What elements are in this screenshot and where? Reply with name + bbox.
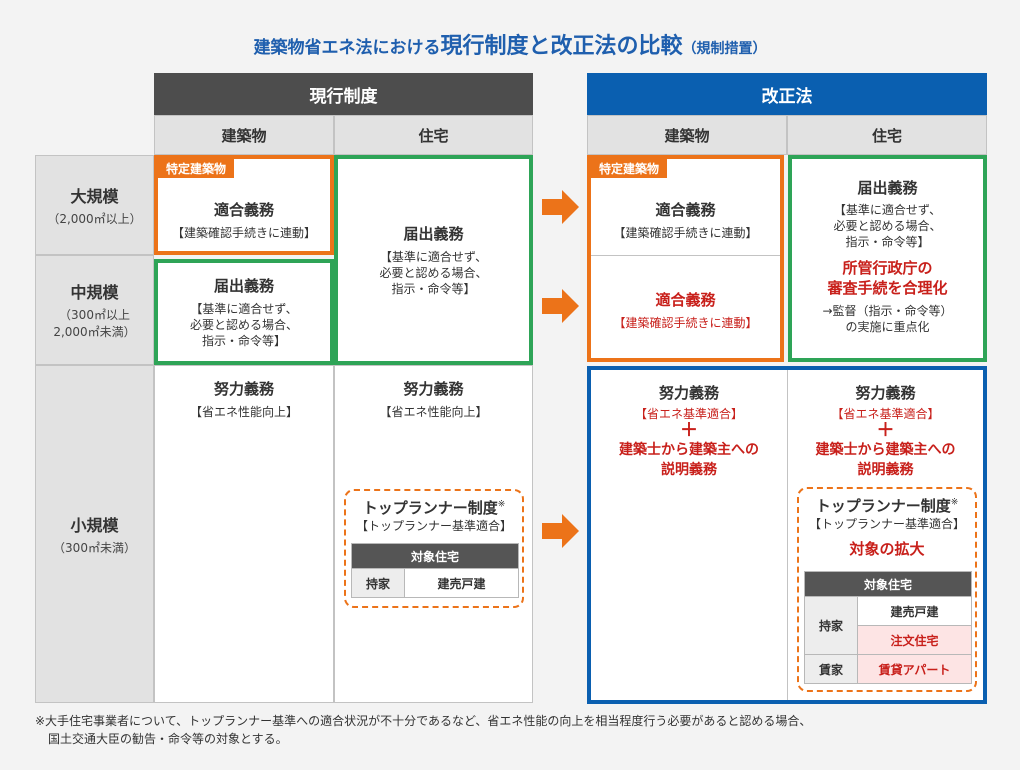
arrow-right-icon <box>542 190 579 224</box>
revised-small-house-add2: 説明義務 <box>857 462 914 478</box>
row-label-large: 大規模 （2,000㎡以上） <box>35 155 154 255</box>
current-mid-building-sub3: 指示・命令等】 <box>201 334 286 348</box>
current-toprunner-table: 対象住宅 持家 建売戸建 <box>351 543 519 598</box>
revised-house-green-box: 届出義務 【基準に適合せず、 必要と認める場合、 指示・命令等】 所管行政庁の … <box>788 155 987 362</box>
revised-row-value-tateuri: 建売戸建 <box>857 596 972 626</box>
current-mid-building-sub2: 必要と認める場合、 <box>189 318 298 332</box>
revised-small-building-main: 努力義務 <box>658 384 719 402</box>
current-toprunner-sub: 【トップランナー基準適合】 <box>355 519 512 533</box>
current-small-building-main: 努力義務 <box>213 380 274 398</box>
revised-house-sub3: 指示・命令等】 <box>845 235 930 249</box>
revised-mid-building-main: 適合義務 <box>655 291 716 309</box>
current-small-building-sub: 【省エネ性能向上】 <box>189 405 298 419</box>
footnote-line2: 国土交通大臣の勧告・命令等の対象とする。 <box>48 732 288 746</box>
current-small-house-sub: 【省エネ性能向上】 <box>379 405 488 419</box>
revised-row-label-rent: 賃家 <box>804 654 858 684</box>
current-row-value-tateuri: 建売戸建 <box>404 568 519 598</box>
revised-toprunner-sub: 【トップランナー基準適合】 <box>808 517 965 531</box>
revised-house-highlight1: 所管行政庁の <box>842 259 933 277</box>
footnote-line1: ※大手住宅事業者について、トップランナー基準への適合状況が不十分であるなど、省エ… <box>35 714 812 728</box>
current-small-building-cell: 努力義務 【省エネ性能向上】 <box>154 365 334 703</box>
title-part1: 建築物省エネ法における <box>253 38 441 58</box>
tokutei-tag: 特定建築物 <box>158 159 235 178</box>
current-mid-building-sub1: 【基準に適合せず、 <box>190 302 298 316</box>
row-large-name: 大規模 <box>70 186 119 206</box>
col-divider <box>787 370 788 700</box>
current-large-mid-house-cell: 届出義務 【基準に適合せず、 必要と認める場合、 指示・命令等】 <box>334 155 533 365</box>
revised-small-building-add1: 建築士から建築主への <box>619 442 759 458</box>
row-label-small: 小規模 （300㎡未満） <box>35 365 154 703</box>
revised-header: 改正法 <box>587 73 987 115</box>
current-toprunner-box: トップランナー制度※ 【トップランナー基準適合】 対象住宅 持家 建売戸建 <box>344 489 524 608</box>
revised-toprunner-mark: ※ <box>950 497 959 508</box>
revised-col-building: 建築物 <box>587 115 787 155</box>
revised-small-building-sub: 【省エネ基準適合】 <box>634 407 743 421</box>
revised-house-note2: の実施に重点化 <box>845 320 930 334</box>
revised-house-main: 届出義務 <box>857 179 918 197</box>
current-large-building-cell: 特定建築物 適合義務 【建築確認手続きに連動】 <box>154 155 334 255</box>
plus-mark: ＋ <box>876 420 895 441</box>
row-mid-sub2: 2,000㎡未満） <box>53 325 136 339</box>
current-small-house-main: 努力義務 <box>403 380 464 398</box>
row-mid-name: 中規模 <box>70 283 119 302</box>
revised-small-house-main: 努力義務 <box>855 384 916 402</box>
page-title: 建築物省エネ法における現行制度と改正法の比較（規制措置） <box>0 28 1020 60</box>
row-small-sub: （300㎡未満） <box>53 540 136 555</box>
revised-small-house-add1: 建築士から建築主への <box>815 442 956 458</box>
current-col-house: 住宅 <box>334 115 533 155</box>
title-part2: 現行制度と改正法の比較 <box>440 34 683 59</box>
revised-col-house: 住宅 <box>787 115 987 155</box>
current-house-main: 届出義務 <box>403 225 464 243</box>
arrow-right-icon <box>542 289 579 323</box>
row-mid-sub1: （300㎡以上 <box>59 308 130 322</box>
current-toprunner-mark: ※ <box>497 499 506 510</box>
revised-house-sub1: 【基準に適合せず、 <box>833 203 942 217</box>
current-large-building-main: 適合義務 <box>213 201 274 219</box>
current-mid-building-cell: 届出義務 【基準に適合せず、 必要と認める場合、 指示・命令等】 <box>154 259 334 365</box>
row-small-name: 小規模 <box>70 515 119 535</box>
revised-house-highlight2: 審査手続を合理化 <box>827 279 948 297</box>
revised-row-label-own: 持家 <box>804 596 858 655</box>
revised-toprunner-expand: 対象の拡大 <box>849 540 925 558</box>
revised-small-building-add2: 説明義務 <box>661 462 717 478</box>
revised-tokutei-tag: 特定建築物 <box>591 159 668 178</box>
revised-toprunner-box: トップランナー制度※ 【トップランナー基準適合】 対象の拡大 対象住宅 持家 建… <box>797 487 977 692</box>
arrow-right-icon <box>542 514 579 548</box>
footnote: ※大手住宅事業者について、トップランナー基準への適合状況が不十分であるなど、省エ… <box>35 712 995 748</box>
revised-large-building-sub: 【建築確認手続きに連動】 <box>613 226 758 240</box>
revised-house-note1: →監督（指示・命令等） <box>822 304 953 318</box>
current-house-sub3: 指示・命令等】 <box>391 282 476 296</box>
revised-toprunner-title: トップランナー制度 <box>815 497 951 515</box>
row-large-sub: （2,000㎡以上） <box>47 211 142 226</box>
row-label-mid: 中規模 （300㎡以上 2,000㎡未満） <box>35 255 154 365</box>
current-col-building: 建築物 <box>154 115 334 155</box>
revised-toprunner-table: 対象住宅 持家 建売戸建 注文住宅 賃家 賃貸アパート <box>804 571 972 684</box>
plus-mark: ＋ <box>680 420 698 441</box>
revised-mid-building-sub: 【建築確認手続きに連動】 <box>613 316 758 330</box>
title-part3: （規制措置） <box>682 41 767 57</box>
current-toprunner-title: トップランナー制度 <box>362 499 498 517</box>
revised-building-orange-box: 特定建築物 適合義務 【建築確認手続きに連動】 適合義務 【建築確認手続きに連動… <box>587 155 784 362</box>
revised-target-header: 対象住宅 <box>804 571 972 597</box>
revised-house-sub2: 必要と認める場合、 <box>833 219 942 233</box>
current-mid-building-main: 届出義務 <box>213 277 274 295</box>
current-target-header: 対象住宅 <box>351 543 519 569</box>
current-house-sub2: 必要と認める場合、 <box>379 266 488 280</box>
revised-row-value-apart: 賃貸アパート <box>857 654 972 684</box>
current-house-sub1: 【基準に適合せず、 <box>379 250 488 264</box>
revised-row-value-chumon: 注文住宅 <box>857 625 972 655</box>
current-row-label-own: 持家 <box>351 568 405 598</box>
revised-large-building-main: 適合義務 <box>655 201 716 219</box>
current-large-building-sub: 【建築確認手続きに連動】 <box>171 226 316 240</box>
revised-small-house-sub: 【省エネ基準適合】 <box>831 407 940 421</box>
row-divider <box>591 255 780 256</box>
current-header: 現行制度 <box>154 73 533 115</box>
